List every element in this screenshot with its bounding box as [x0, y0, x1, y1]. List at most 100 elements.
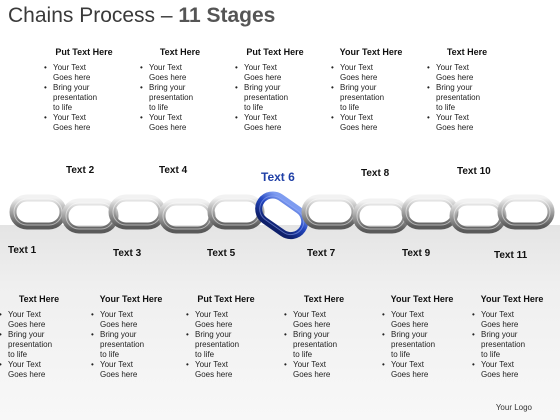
box-heading: Your Text Here [480, 294, 544, 304]
bullet-line: Goes here [8, 320, 46, 329]
chain-link-7 [301, 194, 359, 230]
bullet-line: Your Text [293, 360, 326, 369]
chain-link-9 [401, 194, 459, 230]
bullet-line: Your Text [391, 360, 424, 369]
logo-text: Your Logo [495, 403, 532, 412]
chain-graphic [9, 191, 555, 240]
bullet-line: Bring your [391, 330, 428, 339]
box-heading: Text Here [446, 47, 488, 57]
bullet-line: to life [53, 103, 73, 112]
stage-label-5: Text 5 [207, 248, 236, 259]
bullet-line: Your Text [244, 113, 277, 122]
bullet-line: Your Text [8, 360, 41, 369]
bullet-line: Goes here [149, 73, 187, 82]
stage-label-1: Text 1 [8, 245, 37, 256]
bullet-line: to life [481, 350, 501, 359]
bullet-line: Bring your [53, 83, 90, 92]
chain-link-11 [497, 194, 555, 230]
stage-label-3: Text 3 [113, 248, 142, 259]
stage-label-9: Text 9 [402, 248, 431, 259]
bullet-line: Bring your [100, 330, 137, 339]
bullet-line: to life [195, 350, 215, 359]
stage-label-11: Text 11 [494, 250, 528, 261]
bullet-line: Goes here [8, 370, 46, 379]
bullet-line: presentation [149, 93, 194, 102]
bullet-line: Your Text [149, 113, 182, 122]
bullet-line: Your Text [53, 113, 86, 122]
bullet-line: presentation [436, 93, 481, 102]
bullet-line: presentation [195, 340, 240, 349]
bullet-line: to life [391, 350, 411, 359]
box-heading: Text Here [159, 47, 201, 57]
box-heading: Your Text Here [390, 294, 454, 304]
bullet-line: to life [100, 350, 120, 359]
bullet-line: to life [340, 103, 360, 112]
chain-link-4 [158, 198, 216, 234]
bullet-line: Bring your [481, 330, 518, 339]
stage-label-6: Text 6 [261, 170, 295, 184]
bullet-line: Goes here [293, 320, 331, 329]
bullet-line: presentation [8, 340, 53, 349]
bullet-line: Your Text [340, 113, 373, 122]
bullet-line: presentation [53, 93, 98, 102]
bullet-line: presentation [481, 340, 526, 349]
bullet-line: Bring your [293, 330, 330, 339]
bullet-line: Goes here [481, 370, 519, 379]
box-heading: Put Text Here [246, 47, 304, 57]
stage-label-4: Text 4 [159, 165, 188, 176]
bullet-line: Goes here [340, 73, 378, 82]
box-heading: Your Text Here [339, 47, 403, 57]
bullet-line: Your Text [195, 360, 228, 369]
bullet-line: Goes here [100, 320, 138, 329]
bullet-line: presentation [293, 340, 338, 349]
bullet-line: presentation [244, 93, 289, 102]
bullet-line: Goes here [195, 320, 233, 329]
bullet-line: Your Text [481, 360, 514, 369]
stage-label-7: Text 7 [307, 248, 336, 259]
bullet-line: Your Text [436, 63, 469, 72]
bullet-line: Goes here [391, 320, 429, 329]
box-heading: Text Here [303, 294, 345, 304]
bullet-line: Bring your [195, 330, 232, 339]
bullet-line: to life [8, 350, 28, 359]
chain-link-5 [207, 194, 265, 230]
bullet-line: Bring your [340, 83, 377, 92]
stage-label-8: Text 8 [361, 168, 390, 179]
bullet-line: to life [293, 350, 313, 359]
